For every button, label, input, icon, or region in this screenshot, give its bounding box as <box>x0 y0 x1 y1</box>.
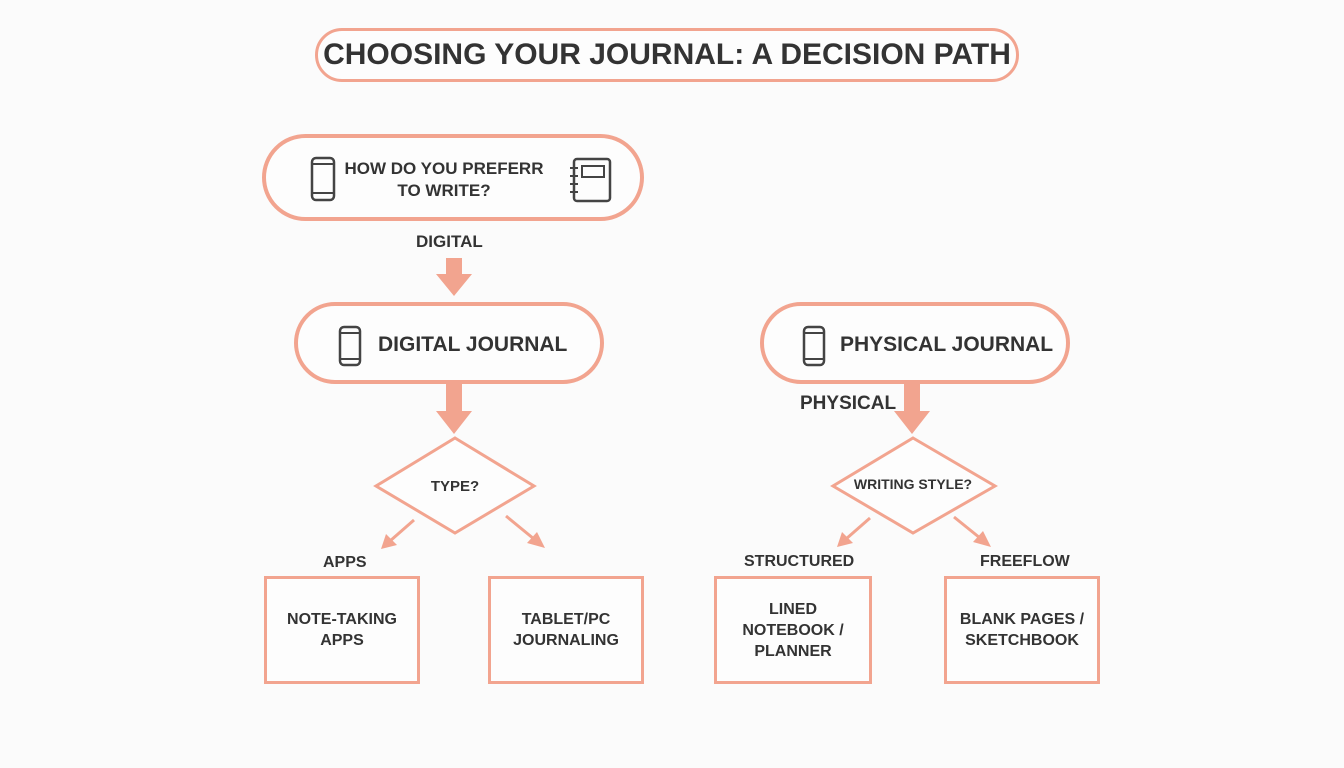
arrow-to-writing-style-decision <box>894 383 930 434</box>
physical-journal-label: PHYSICAL JOURNAL <box>840 333 1054 356</box>
diagram-title: CHOOSING YOUR JOURNAL: A DECISION PATH <box>323 38 1011 71</box>
start-question-text: HOW DO YOU PREFERR TO WRITE? <box>344 159 544 200</box>
arrow-type-to-tablet <box>505 514 545 548</box>
edge-label-freeflow: FREEFLOW <box>980 553 1070 570</box>
option-note-taking-apps: NOTE-TAKING APPS <box>264 576 420 684</box>
arrow-type-to-apps <box>381 518 415 549</box>
start-question-node: HOW DO YOU PREFERR TO WRITE? <box>262 134 644 221</box>
arrow-to-digital-journal <box>436 258 472 296</box>
option-blank-pages-sketchbook: BLANK PAGES / SKETCHBOOK <box>944 576 1100 684</box>
notebook-icon <box>568 156 614 209</box>
decision-diamond-writing-style <box>830 436 998 535</box>
arrow-to-type-decision <box>436 383 472 434</box>
decision-diamond-type <box>373 436 537 535</box>
option-note-taking-apps-label: NOTE-TAKING APPS <box>287 611 397 649</box>
option-blank-pages-sketchbook-label: BLANK PAGES / SKETCHBOOK <box>959 611 1085 649</box>
edge-label-digital: DIGITAL <box>416 232 483 251</box>
option-tablet-pc-journaling-label: TABLET/PC JOURNALING <box>513 611 619 649</box>
edge-label-structured: STRUCTURED <box>744 553 855 570</box>
option-lined-notebook-planner-label: LINED NOTEBOOK / PLANNER <box>742 600 844 660</box>
physical-journal-node: PHYSICAL JOURNAL <box>760 302 1070 384</box>
decision-type-text: TYPE? <box>430 478 480 495</box>
decision-writing-style-text: WRITING STYLE? <box>853 476 973 492</box>
digital-journal-label: DIGITAL JOURNAL <box>378 333 568 356</box>
digital-journal-node: DIGITAL JOURNAL <box>294 302 604 384</box>
edge-label-physical: PHYSICAL <box>800 393 897 414</box>
smartphone-icon <box>310 156 336 207</box>
option-lined-notebook-planner: LINED NOTEBOOK / PLANNER <box>714 576 872 684</box>
arrow-style-to-freeflow <box>953 515 991 547</box>
arrow-style-to-structured <box>837 516 871 547</box>
smartphone-icon <box>338 325 362 372</box>
option-tablet-pc-journaling: TABLET/PC JOURNALING <box>488 576 644 684</box>
smartphone-icon <box>802 325 826 372</box>
edge-label-apps: APPS <box>323 554 367 571</box>
diagram-title-banner: CHOOSING YOUR JOURNAL: A DECISION PATH <box>315 28 1019 82</box>
